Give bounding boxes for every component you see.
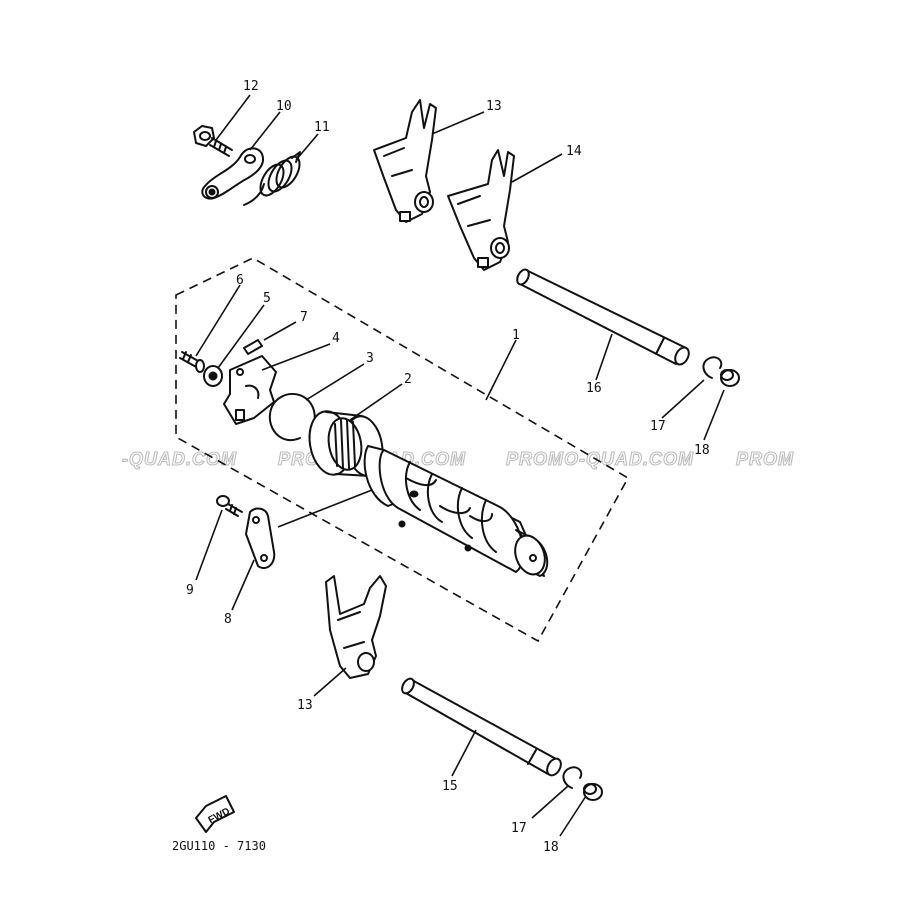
callout-15: 15	[442, 779, 458, 794]
callout-1: 1	[512, 328, 520, 343]
watermark-3: PROMO-QUAD.COM	[506, 449, 694, 469]
part-14-shift-fork	[447, 149, 515, 271]
part-12-bolt	[193, 125, 233, 157]
part-13-lower-shift-fork	[325, 575, 387, 679]
part-4-segment	[223, 355, 277, 425]
callout-numbers: 1 2 3 4 5 6 7 8 9 10 11 12 13 13 14 15 1…	[186, 79, 710, 855]
callout-13-lower: 13	[297, 698, 313, 713]
callout-13-upper: 13	[486, 99, 502, 114]
callout-5: 5	[263, 291, 271, 306]
drum-assembly-outline	[175, 257, 630, 643]
part-16-shift-fork-shaft	[516, 268, 690, 366]
callout-6: 6	[236, 273, 244, 288]
callout-14: 14	[566, 144, 582, 159]
callout-11: 11	[314, 120, 330, 135]
part-5-washer	[203, 365, 223, 387]
part-15-shift-fork-shaft	[401, 677, 562, 777]
forward-direction-arrow: FWD	[195, 795, 235, 833]
callout-9: 9	[186, 583, 194, 598]
leader-lines	[195, 94, 725, 837]
part-3-circlip	[268, 393, 316, 441]
part-11-spring	[243, 151, 301, 206]
part-13-upper-shift-fork	[373, 99, 437, 223]
part-7-dowel-pin	[243, 339, 263, 355]
callout-7: 7	[300, 310, 308, 325]
watermark-4: PROM	[736, 449, 794, 469]
part-18-lower-cap	[583, 783, 603, 801]
callout-18-lower: 18	[543, 840, 559, 855]
callout-16: 16	[586, 381, 602, 396]
callout-4: 4	[332, 331, 340, 346]
part-10-lever	[201, 147, 264, 200]
part-18-upper-cap	[720, 369, 740, 387]
callout-2: 2	[404, 372, 412, 387]
callout-12: 12	[243, 79, 259, 94]
watermark-1: -QUAD.COM	[122, 449, 237, 469]
part-1-shift-drum	[363, 445, 549, 577]
callout-18-upper: 18	[694, 443, 710, 458]
callout-17-lower: 17	[511, 821, 527, 836]
callout-10: 10	[276, 99, 292, 114]
callout-17-upper: 17	[650, 419, 666, 434]
callout-3: 3	[366, 351, 374, 366]
part-6-screw	[179, 351, 205, 373]
part-8-stopper-plate	[245, 507, 276, 570]
part-9-screw	[216, 495, 243, 517]
part-17-lower-circlip	[562, 766, 583, 789]
part-17-upper-circlip	[702, 356, 723, 379]
diagram-code: 2GU110 - 7130	[172, 839, 266, 853]
callout-8: 8	[224, 612, 232, 627]
